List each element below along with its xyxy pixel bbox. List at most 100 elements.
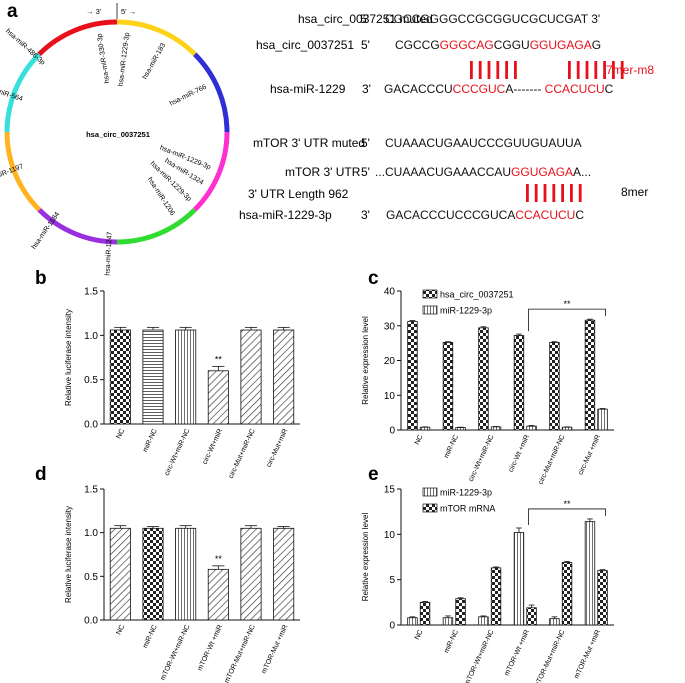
circle-arc-7 [37,19,118,56]
x-tick-label: mTOR-Wt +miR [504,629,531,677]
y-axis-label: Relative expression level [361,513,370,602]
x-tick-label: mTOR-Mut +miR [573,629,602,680]
y-tick-label: 40 [384,287,396,298]
sequence-name: mTOR 3' UTR [285,165,361,179]
base-pair-mark [505,61,508,79]
sequence-name: hsa_circ_0037251 muted [298,12,433,26]
y-tick-label: 0 [389,621,395,632]
y-tick-label: 0 [389,426,395,437]
sequence-segment: A------- [505,82,544,96]
sequence-segment: GGUGAGA [511,165,573,179]
sequence-segment: A... [573,165,591,179]
legend-label: mTOR mRNA [440,504,495,514]
bar [584,521,596,626]
sequence-end: 3' [362,82,371,96]
base-pair-mark [603,61,606,79]
base-pair-mark [578,184,582,202]
x-tick-label: circ-Mut+miR [266,428,290,468]
x-tick-label: circ-Wt+miR [202,428,225,466]
bar [240,329,262,425]
mirna-label: hsa-miR-1229-3p [118,32,132,87]
bar [513,532,525,626]
circle-arc-1 [193,52,230,133]
x-tick-label: circ-Wt+miR-NC [164,428,192,477]
sequence-text: CGCCGGGGCAGCGGUGGUGAGAG [395,38,601,52]
bar [175,329,197,425]
sequence-name: hsa_circ_0037251 [256,38,354,52]
significance-label: ** [215,354,223,364]
base-pair-mark [496,61,500,79]
sequence-segment: GACACCCU [384,82,453,96]
significance-label: ** [564,499,572,509]
bar [273,527,295,621]
sequence-segment: CGCCGGGGCCGCGGUCGCUCGAT [385,12,589,26]
x-tick-label: circ-Mut+miR-NC [537,434,566,486]
y-tick-label: 0.0 [84,616,98,627]
base-pair-mark [470,61,473,79]
significance-bracket [528,508,606,525]
sequence-name: 3' UTR Length 962 [248,187,349,201]
panel-label-b: b [35,268,47,289]
bar [597,570,608,626]
x-tick-label: circ-Wt +miR [508,434,531,473]
sequence-segment: C [605,82,614,96]
sequence-segment: CCACUCU [515,208,575,222]
x-tick-label: NC [116,624,127,636]
sequence-segment: GGUGAGA [530,38,592,52]
x-tick-label: circ-Wt+miR-NC [468,434,496,483]
base-pair-mark [585,61,589,79]
y-tick-label: 30 [384,321,396,332]
circle-arc-0 [116,19,197,56]
bar [273,329,295,425]
bar [455,427,466,431]
bar [549,342,560,431]
sequence-text: CUAAACUGAAUCCCGUUGUAUUA [385,136,582,150]
x-tick-label: miR-NC [443,434,460,460]
bar [240,527,262,621]
x-tick-label: miR-NC [142,428,159,454]
bar [407,617,418,626]
y-tick-label: 10 [384,530,396,541]
direction-left-label: → 3' [86,7,102,16]
x-tick-label: mTOR-Wt+miR-NC [160,624,192,682]
x-tick-label: miR-NC [443,629,460,655]
bar [142,329,164,425]
sequence-segment: CGGU [494,38,530,52]
bar [109,527,131,621]
bar [455,598,466,626]
sequence-name: hsa-miR-1229-3p [239,208,332,222]
mirna-label: hsa-miR-486-3p [4,28,46,67]
circle-arc-5 [4,131,41,212]
sequence-text: ...CUAAACUGAAACCAUGGUGAGAA... [375,165,591,179]
sequence-text: GACACCCUCCCGUCACCACUCUC [386,208,584,222]
x-tick-label: mTOR-Mut+miR-NC [224,624,257,683]
x-tick-label: NC [414,629,425,641]
y-tick-label: 15 [384,485,396,496]
bar [207,370,229,425]
y-tick-label: 1.0 [84,331,98,342]
circle-arc-6 [4,52,41,133]
circle-arc-3 [116,208,197,245]
legend-label: miR-1229-3p [440,306,492,316]
sequence-segment: CGCCG [395,38,440,52]
x-tick-label: circ-Mut +miR [577,434,602,476]
bar [419,426,431,431]
x-tick-label: mTOR-Mut +miR [261,624,290,675]
sequence-segment: CCCGUC [453,82,506,96]
bar [584,319,596,431]
y-tick-label: 1.0 [84,528,98,539]
y-tick-label: 0.0 [84,420,98,431]
y-tick-label: 0.5 [84,375,98,386]
x-tick-label: circ-Mut+miR-NC [228,428,257,480]
sequence-segment: G [592,38,601,52]
sequence-segment: GACACCCUCCCGUCA [386,208,515,222]
sequence-segment: CUAAACUGAAUCCCGUUGUAUUA [385,136,582,150]
mirna-label: hsa-miR-183 [142,42,168,81]
sequence-end: 5' [360,12,369,26]
bar [419,601,431,626]
bar [526,425,537,431]
seed-label-8mer: 8mer [621,185,648,199]
circle-arc-2 [193,131,230,212]
